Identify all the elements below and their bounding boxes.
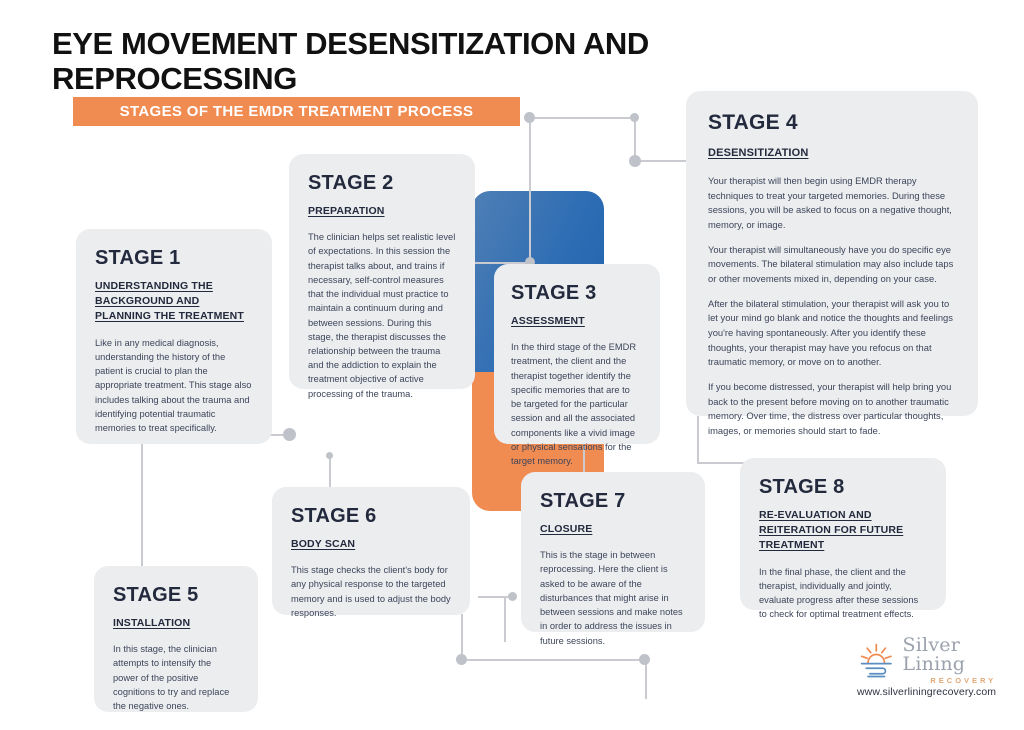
connector-dot: [639, 654, 650, 665]
subtitle-text: STAGES OF THE EMDR TREATMENT PROCESS: [119, 103, 474, 120]
stage-name: BODY SCAN: [291, 538, 356, 550]
stage-name: INSTALLATION: [113, 617, 191, 629]
connector-line: [504, 596, 506, 642]
connector-dot: [629, 155, 641, 167]
connector-line: [529, 118, 531, 263]
sun-over-water-icon: [860, 643, 892, 678]
stage-card-3[interactable]: STAGE 3 ASSESSMENT In the third stage of…: [494, 264, 660, 466]
stage-name: PREPARATION: [308, 205, 385, 217]
stage-body: The clinician helps set realistic level …: [308, 232, 456, 399]
stage-card-8[interactable]: STAGE 8 RE-EVALUATION AND REITERATION FO…: [740, 458, 946, 619]
stage-card-4[interactable]: STAGE 4 DESENSITIZATION Your therapist w…: [686, 91, 978, 436]
connector-line: [645, 659, 647, 699]
stage-body: In this stage, the clinician attempts to…: [113, 644, 230, 712]
stage-name: RE-EVALUATION AND REITERATION FOR FUTURE…: [759, 509, 904, 552]
connector-line: [461, 614, 463, 660]
stage-number: STAGE 5: [113, 584, 199, 606]
stage-name: CLOSURE: [540, 523, 593, 535]
connector-dot: [630, 113, 639, 122]
stage-number: STAGE 7: [540, 490, 626, 512]
stage-name: ASSESSMENT: [511, 315, 585, 327]
connector-line: [583, 442, 585, 480]
stage-card-6[interactable]: STAGE 6 BODY SCAN This stage checks the …: [272, 487, 470, 618]
logo-wordmark: Silver Lining RECOVERY: [903, 636, 1024, 685]
stage-body: Your therapist will simultaneously have …: [708, 243, 954, 284]
connector-line: [478, 596, 512, 598]
page-title: EYE MOVEMENT DESENSITIZATION AND REPROCE…: [52, 26, 649, 96]
stage-card-7[interactable]: STAGE 7 CLOSURE This is the stage in bet…: [521, 472, 705, 646]
connector-dot: [524, 112, 535, 123]
stage-body: Like in any medical diagnosis, understan…: [95, 337, 252, 433]
connector-line: [262, 434, 286, 436]
stage-number: STAGE 8: [759, 476, 845, 498]
stage-card-5[interactable]: STAGE 5 INSTALLATION In this stage, the …: [94, 566, 258, 712]
stage-body: After the bilateral stimulation, your th…: [708, 297, 953, 368]
stage-number: STAGE 1: [95, 247, 181, 269]
subtitle-banner: STAGES OF THE EMDR TREATMENT PROCESS: [73, 97, 520, 126]
connector-line: [634, 117, 636, 161]
stage-card-1[interactable]: STAGE 1 UNDERSTANDING THE BACKGROUND AND…: [76, 229, 272, 444]
connector-line: [529, 117, 635, 119]
stage-name: DESENSITIZATION: [708, 147, 809, 159]
logo-name: Silver Lining: [902, 634, 966, 675]
stage-body: Your therapist will then begin using EMD…: [708, 174, 952, 230]
connector-line: [329, 455, 331, 495]
stage-name: UNDERSTANDING THE BACKGROUND AND PLANNIN…: [95, 280, 244, 323]
stage-number: STAGE 2: [308, 172, 394, 194]
connector-dot: [283, 428, 296, 441]
connector-line: [474, 262, 531, 264]
connector-line: [461, 659, 647, 661]
brand-logo[interactable]: Silver Lining RECOVERY: [858, 636, 1024, 685]
connector-dot: [508, 592, 517, 601]
website-url[interactable]: www.silverliningrecovery.com: [857, 686, 997, 698]
stage-card-2[interactable]: STAGE 2 PREPARATION The clinician helps …: [289, 154, 475, 399]
stage-number: STAGE 4: [708, 111, 798, 134]
connector-line: [634, 160, 694, 162]
stage-body: This stage checks the client's body for …: [291, 565, 451, 618]
stage-number: STAGE 6: [291, 505, 377, 527]
connector-dot: [326, 452, 333, 459]
connector-line: [141, 440, 143, 580]
connector-dot: [456, 654, 467, 665]
stage-body: If you become distressed, your therapist…: [708, 381, 952, 437]
connector-line: [697, 416, 699, 464]
connector-dot: [525, 257, 535, 267]
stage-body: In the final phase, the client and the t…: [759, 566, 919, 620]
stage-body: In the third stage of the EMDR treatment…: [511, 342, 637, 466]
logo-tagline: RECOVERY: [930, 676, 997, 685]
connector-line: [697, 462, 749, 464]
stage-body: This is the stage in between reprocessin…: [540, 550, 683, 646]
stage-number: STAGE 3: [511, 282, 597, 304]
